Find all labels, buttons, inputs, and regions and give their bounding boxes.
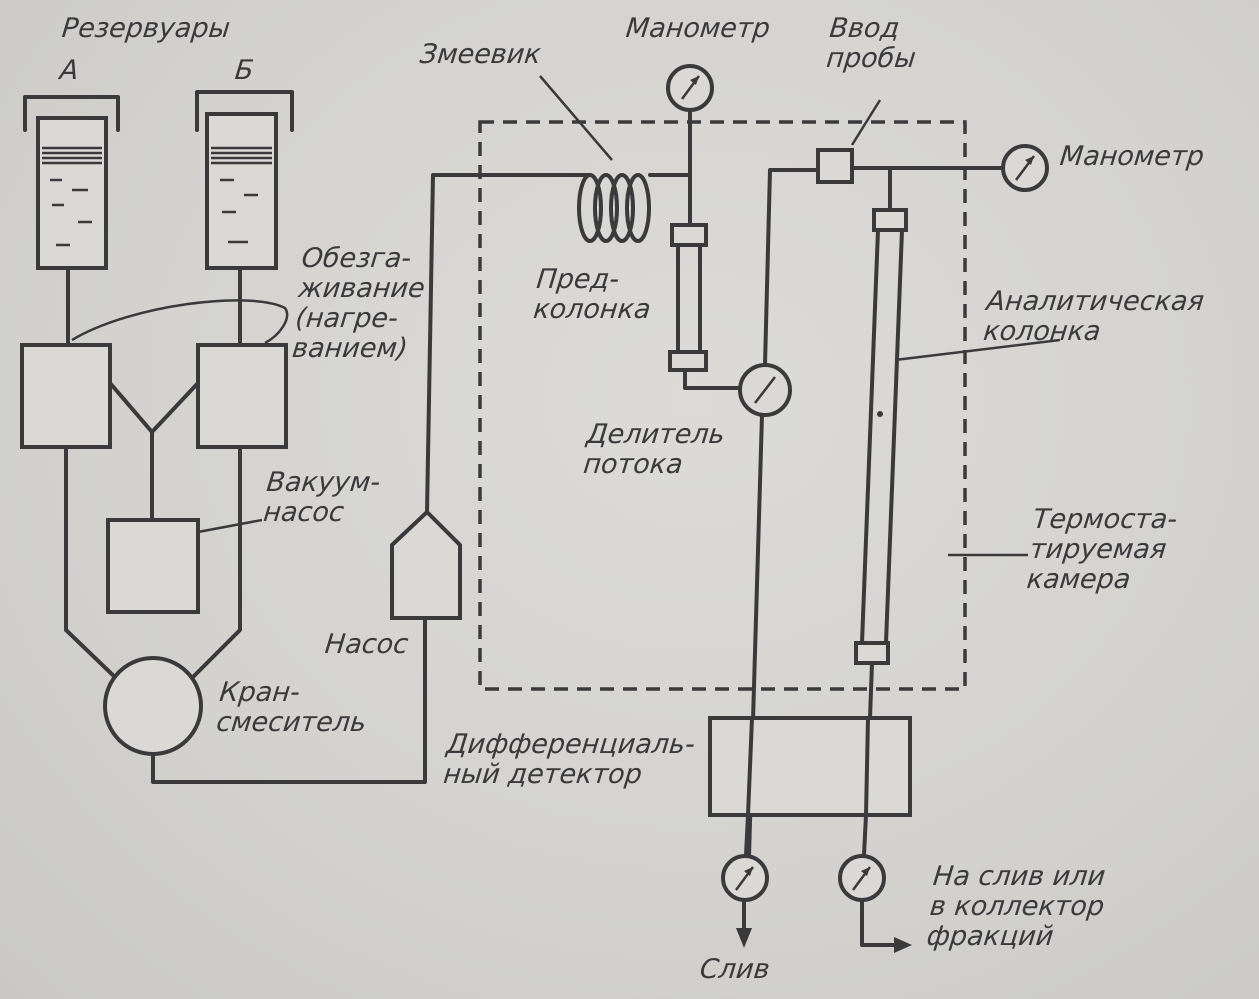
- column-cap-bottom: [854, 641, 890, 665]
- degasser-b: [196, 343, 288, 449]
- mixing-valve: [103, 656, 203, 756]
- reservoir-a: [23, 95, 120, 270]
- collector-arrow: [894, 937, 912, 953]
- label-differential-detector: Дифференциаль- ный детектор: [441, 729, 697, 790]
- label-coil: Змеевик: [418, 39, 543, 70]
- precolumn-cap-bottom: [668, 350, 708, 372]
- label-drain-or-collector: На слив или в коллектор фракций: [925, 861, 1107, 952]
- reservoir-b: [195, 90, 294, 270]
- sample-inlet: [816, 148, 854, 184]
- vacuum-pump-box: [106, 518, 200, 614]
- column-cap-top: [872, 208, 908, 232]
- label-degassing: Обезга- живание (нагре- ванием): [290, 243, 427, 364]
- label-precolumn: Пред- колонка: [531, 264, 653, 325]
- label-analytical-column: Аналитическая колонка: [981, 286, 1206, 347]
- label-manometer-top: Манометр: [624, 13, 772, 44]
- differential-detector-box: [708, 716, 912, 817]
- label-vacuum-pump: Вакуум- насос: [261, 467, 382, 528]
- label-thermostat-chamber: Термоста- тируемая камера: [1025, 504, 1179, 595]
- drain-arrow: [736, 928, 752, 948]
- degasser-a: [20, 343, 112, 449]
- precolumn-cap-top: [670, 223, 708, 247]
- label-pump: Насос: [323, 629, 410, 660]
- label-manometer-right: Манометр: [1058, 141, 1206, 172]
- label-drain: Слив: [698, 954, 772, 985]
- pump-body: [390, 509, 462, 620]
- label-flow-splitter: Делитель потока: [581, 419, 727, 480]
- label-reservoir-b: Б: [233, 55, 256, 86]
- coil: [577, 173, 651, 243]
- label-sample-inlet: Ввод пробы: [824, 13, 918, 74]
- label-reservoir-a: А: [58, 55, 81, 86]
- thermostat-chamber: [478, 120, 967, 691]
- label-mixing-valve: Кран- смеситель: [214, 677, 368, 738]
- label-reservoirs: Резервуары: [60, 13, 232, 44]
